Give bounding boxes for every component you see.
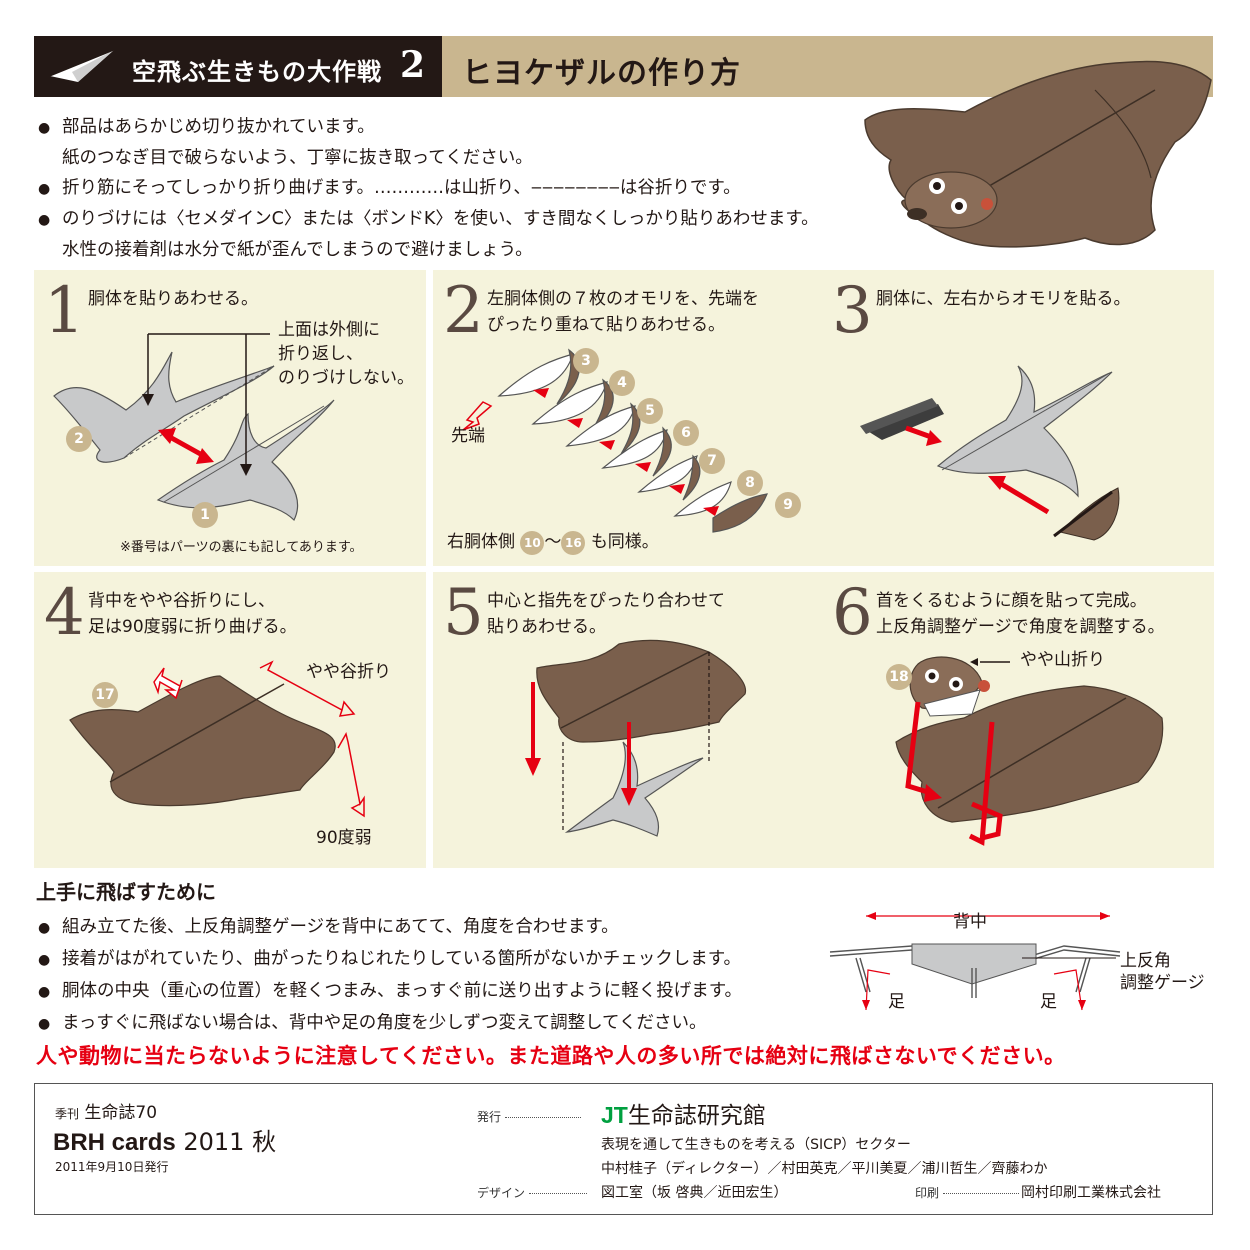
fold-label: やや谷折り [306,662,391,682]
step-2-panel: 2 左胴体側の７枚のオモリを、先端を ぴったり重ねて貼りあわせる。 先端 3 4… [433,270,825,566]
bullet-icon: ● [38,984,51,1000]
staff-list: 中村桂子（ディレクター）／村田英克／平川美夏／浦川哲生／齊藤わか [601,1161,1048,1177]
gauge-label-back: 背中 [953,912,987,932]
footer-colophon: 季刊 生命誌70 BRH cards 2011 秋 2011年9月10日発行 発… [34,1083,1213,1215]
sector-name: 表現を通して生きものを考える（SICP）セクター [601,1137,911,1153]
step-3-diagram [860,365,1120,541]
step-text: 左胴体側の７枚のオモリを、先端を ぴったり重ねて貼りあわせる。 [487,289,759,335]
colugo-illustration [864,60,1212,248]
magazine-title: 季刊 生命誌70 [55,1103,158,1123]
instruction-notes: ● 部品はあらかじめ切り抜かれています。 紙のつなぎ目で破らないよう、丁寧に抜き取… [38,112,819,265]
part-badge: 7 [699,448,725,474]
fold-label: やや山折り [1020,650,1105,670]
step-6-panel: 6 首をくるむように顔を貼って完成。 上反角調整ゲージで角度を調整する。 18 … [822,572,1214,868]
part-badge: 16 [561,531,586,555]
tips-list: ● 組み立てた後、上反角調整ゲージを背中にあてて、角度を合わせます。 ● 接着がはが… [38,912,742,1040]
series-title: 空飛ぶ生きもの大作戦 [132,58,382,86]
note-text: 紙のつなぎ目で破らないよう、丁寧に抜き取ってください。 [62,148,533,168]
step-footer-text: 右胴体側 10～16 も同様。 [447,530,659,555]
printer-credit: 岡村印刷工業株式会社 [1021,1185,1161,1201]
gauge-label-leg-right: 足 [1040,992,1057,1012]
bullet-icon: ● [38,1016,51,1032]
paper-plane-icon [49,49,115,82]
step-4-panel: 4 背中をやや谷折りにし、 足は90度弱に折り曲げる。 17 やや谷折り 90度… [34,572,426,868]
tips-title: 上手に飛ばすために [36,880,216,904]
step-number: 2 [443,274,484,348]
step-text: 背中をやや谷折りにし、 足は90度弱に折り曲げる。 [88,591,297,637]
tip-label: 先端 [451,426,485,446]
step-text: 中心と指先をぴったり合わせて 貼りあわせる。 [487,591,725,637]
part-badge: 10 [520,531,545,555]
page-title: ヒヨケザルの作り方 [462,56,741,91]
step-4-diagram [69,660,365,818]
part-badge: 17 [92,682,118,708]
bullet-icon: ● [38,181,51,197]
print-key: 印刷 [915,1184,1019,1201]
bullet-icon: ● [38,952,51,968]
bullet-icon: ● [38,120,51,136]
safety-warning: 人や動物に当たらないように注意してください。また道路や人の多い所では絶対に飛ばさ… [36,1044,1066,1068]
step-5-panel: 5 中心と指先をぴったり合わせて 貼りあわせる。 [433,572,825,868]
dihedral-gauge-diagram [829,912,1121,1011]
part-badge: 5 [637,398,663,424]
step-6-diagram [895,656,1164,846]
step-3-panel: 3 胴体に、左右からオモリを貼る。 [822,270,1214,566]
step-1-diagram [53,333,335,522]
step-number: 5 [443,576,484,650]
note-text: 折り筋にそってしっかり折り曲げます。…………は山折り、‒‒‒‒‒‒‒‒は谷折りで… [62,178,741,198]
tip-text: 接着がはがれていたり、曲がったりねじれたりしている箇所がないかチェックします。 [62,949,741,969]
step-number: 1 [44,274,85,348]
design-credit: 図工室（坂 啓典／近田宏生） [601,1185,788,1201]
issue-date: 2011年9月10日発行 [55,1160,169,1174]
step-text: 首をくるむように顔を貼って完成。 上反角調整ゲージで角度を調整する。 [876,591,1165,637]
step-1-panel: 1 胴体を貼りあわせる。 上面は外側に 折り返し、 のりづけしない。 2 1 ※… [34,270,426,566]
step-number: 6 [832,576,873,650]
note-text: のりづけには〈セメダインC〉または〈ボンドK〉を使い、すき間なくしっかり貼りあわ… [62,209,819,229]
part-badge: 8 [737,470,763,496]
design-key: デザイン [477,1184,587,1201]
note-text: 部品はあらかじめ切り抜かれています。 [62,117,375,137]
part-badge: 6 [673,420,699,446]
cards-title: BRH cards 2011 秋 [53,1128,277,1156]
angle-label: 90度弱 [316,828,372,848]
part-badge: 2 [66,426,92,452]
gauge-label-gauge: 上反角 調整ゲージ [1120,951,1205,993]
bullet-icon: ● [38,212,51,228]
publisher-name: JT生命誌研究館 [601,1102,766,1129]
tip-text: まっすぐに飛ばない場合は、背中や足の角度を少しずつ変えて調整してください。 [62,1013,707,1033]
part-badge: 4 [609,370,635,396]
gauge-label-leg-left: 足 [888,992,905,1012]
part-badge: 9 [775,492,801,518]
callout-text: 上面は外側に 折り返し、 のりづけしない。 [278,320,414,388]
tip-text: 組み立てた後、上反角調整ゲージを背中にあてて、角度を合わせます。 [62,917,619,937]
step-2-diagram [462,348,768,533]
publisher-key: 発行 [477,1108,581,1125]
part-badge: 3 [573,348,599,374]
part-badge: 1 [192,502,218,528]
step-number: 3 [832,274,873,348]
bullet-icon: ● [38,920,51,936]
step-note: ※番号はパーツの裏にも記してあります。 [120,540,363,555]
step-text: 胴体を貼りあわせる。 [88,289,258,309]
part-badge: 18 [886,664,912,690]
step-text: 胴体に、左右からオモリを貼る。 [876,289,1131,309]
series-number: 2 [400,44,426,86]
step-number: 4 [44,576,85,650]
note-text: 水性の接着剤は水分で紙が歪んでしまうので避けましょう。 [62,240,533,260]
step-5-diagram [525,639,747,837]
tip-text: 胴体の中央（重心の位置）を軽くつまみ、まっすぐ前に送り出すように軽く投げます。 [62,981,743,1001]
header-series-bar: 空飛ぶ生きもの大作戦 2 [34,36,442,97]
